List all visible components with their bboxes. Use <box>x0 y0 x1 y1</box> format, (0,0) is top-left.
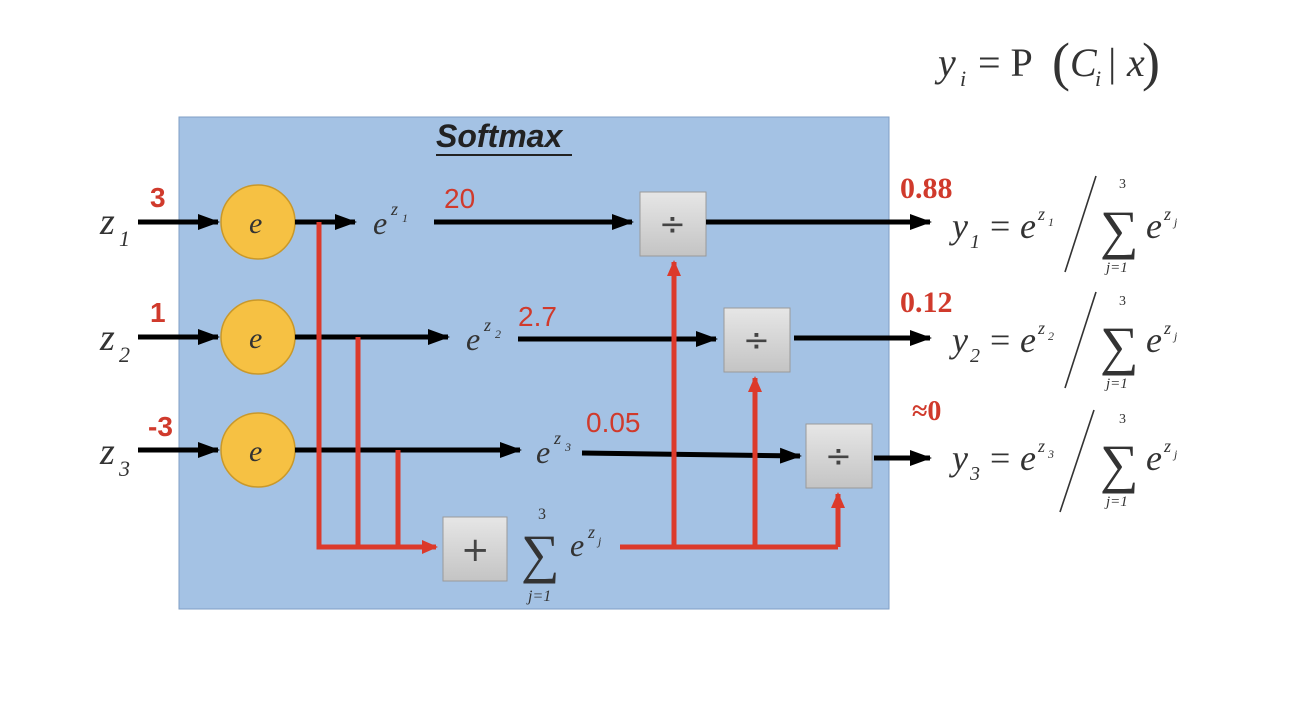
svg-text:÷: ÷ <box>659 205 686 243</box>
svg-text:3: 3 <box>150 182 166 213</box>
svg-text:∑: ∑ <box>1100 434 1139 494</box>
svg-text:0.88: 0.88 <box>900 172 953 205</box>
input-row-1: z 1 3 e e z 1 20 ÷ <box>99 182 932 260</box>
svg-text:1: 1 <box>150 297 166 328</box>
svg-text:3: 3 <box>1047 447 1054 461</box>
svg-text:j=1: j=1 <box>1104 376 1128 392</box>
svg-text:j: j <box>1172 329 1178 343</box>
svg-text:∑: ∑ <box>521 524 560 584</box>
svg-text:2: 2 <box>1048 329 1054 343</box>
svg-text:∑: ∑ <box>1100 200 1139 260</box>
svg-text:e: e <box>466 321 480 357</box>
svg-text:y: y <box>934 40 956 85</box>
svg-text:÷: ÷ <box>825 437 852 475</box>
sum-expression: 3 ∑ j=1 e z j <box>521 506 602 605</box>
svg-text:j: j <box>1172 215 1178 229</box>
svg-text:e: e <box>536 434 550 470</box>
svg-text:0.12: 0.12 <box>900 286 953 319</box>
panel-title: Softmax <box>436 118 563 154</box>
svg-text:3: 3 <box>1119 177 1126 192</box>
svg-text:j: j <box>1172 447 1178 461</box>
header-formula: y i = P ( C i | x ) <box>934 32 1160 92</box>
svg-text:j=1: j=1 <box>526 588 551 605</box>
svg-text:| x: | x <box>1106 40 1145 85</box>
svg-text:j=1: j=1 <box>1104 494 1128 510</box>
svg-text:-3: -3 <box>148 411 173 442</box>
output-2: 0.12 y 2 = e z 2 3 ∑ j=1 e z j <box>900 286 1178 392</box>
svg-text:∑: ∑ <box>1100 316 1139 376</box>
svg-text:e: e <box>1146 206 1162 246</box>
svg-text:i: i <box>960 66 966 91</box>
svg-text:z: z <box>99 317 115 359</box>
svg-text:0.05: 0.05 <box>586 407 641 438</box>
svg-text:z: z <box>1163 318 1171 338</box>
svg-text:e: e <box>1146 438 1162 478</box>
output-3: ≈0 y 3 = e z 3 3 ∑ j=1 e z j <box>912 396 1178 513</box>
svg-text:j=1: j=1 <box>1104 260 1128 276</box>
svg-text:z: z <box>483 315 491 335</box>
sum-routing <box>316 222 438 554</box>
svg-text:j: j <box>596 534 602 548</box>
svg-text:20: 20 <box>444 183 475 214</box>
svg-text:+: + <box>461 530 490 570</box>
svg-text:3: 3 <box>118 456 130 481</box>
svg-text:z: z <box>1037 204 1045 224</box>
divide-box-2 <box>723 307 791 373</box>
svg-text:z: z <box>99 201 115 243</box>
svg-text:z: z <box>390 199 398 219</box>
svg-text:3: 3 <box>538 506 546 523</box>
sum-box <box>442 516 508 582</box>
svg-text:z: z <box>553 428 561 448</box>
svg-text:y: y <box>949 206 968 246</box>
svg-text:1: 1 <box>402 211 408 225</box>
svg-text:C: C <box>1070 40 1098 85</box>
svg-text:y: y <box>949 438 968 478</box>
svg-text:e: e <box>570 527 584 563</box>
svg-text:z: z <box>1163 436 1171 456</box>
svg-text:z: z <box>1037 436 1045 456</box>
svg-text:= P: = P <box>978 40 1033 85</box>
svg-text:=: = <box>990 438 1010 478</box>
svg-text:3: 3 <box>1119 294 1126 309</box>
svg-text:e: e <box>373 205 387 241</box>
output-1: 0.88 y 1 = e z 1 3 ∑ j=1 e z j <box>900 172 1178 276</box>
svg-text:z: z <box>1163 204 1171 224</box>
svg-text:e: e <box>249 322 262 355</box>
input-row-2: z 2 1 e e z 2 2.7 ÷ <box>99 297 932 375</box>
svg-text:2.7: 2.7 <box>518 301 557 332</box>
svg-text:3: 3 <box>969 463 980 485</box>
svg-text:e: e <box>1020 320 1036 360</box>
svg-text:2: 2 <box>495 327 501 341</box>
svg-text:z: z <box>99 431 115 473</box>
svg-text:z: z <box>587 522 595 542</box>
divide-box-3 <box>805 423 873 489</box>
svg-text:i: i <box>1095 66 1101 91</box>
svg-text:z: z <box>1037 318 1045 338</box>
svg-text:y: y <box>949 320 968 360</box>
svg-text:): ) <box>1142 32 1160 92</box>
svg-text:3: 3 <box>564 440 571 454</box>
svg-text:÷: ÷ <box>743 321 770 359</box>
svg-text:(: ( <box>1052 32 1070 92</box>
svg-text:2: 2 <box>970 345 980 367</box>
svg-text:e: e <box>249 207 262 240</box>
svg-text:2: 2 <box>119 342 130 367</box>
svg-text:1: 1 <box>970 231 980 253</box>
svg-text:1: 1 <box>1048 215 1054 229</box>
svg-text:e: e <box>249 435 262 468</box>
sum-distribution <box>620 260 845 550</box>
svg-text:3: 3 <box>1119 412 1126 427</box>
svg-text:≈0: ≈0 <box>912 396 941 427</box>
svg-text:=: = <box>990 206 1010 246</box>
svg-text:e: e <box>1146 320 1162 360</box>
svg-text:e: e <box>1020 206 1036 246</box>
divide-box-1 <box>639 191 707 257</box>
svg-text:e: e <box>1020 438 1036 478</box>
svg-text:=: = <box>990 320 1010 360</box>
svg-text:1: 1 <box>119 226 130 251</box>
input-row-3: z 3 -3 e e z 3 0.05 ÷ <box>99 407 932 489</box>
